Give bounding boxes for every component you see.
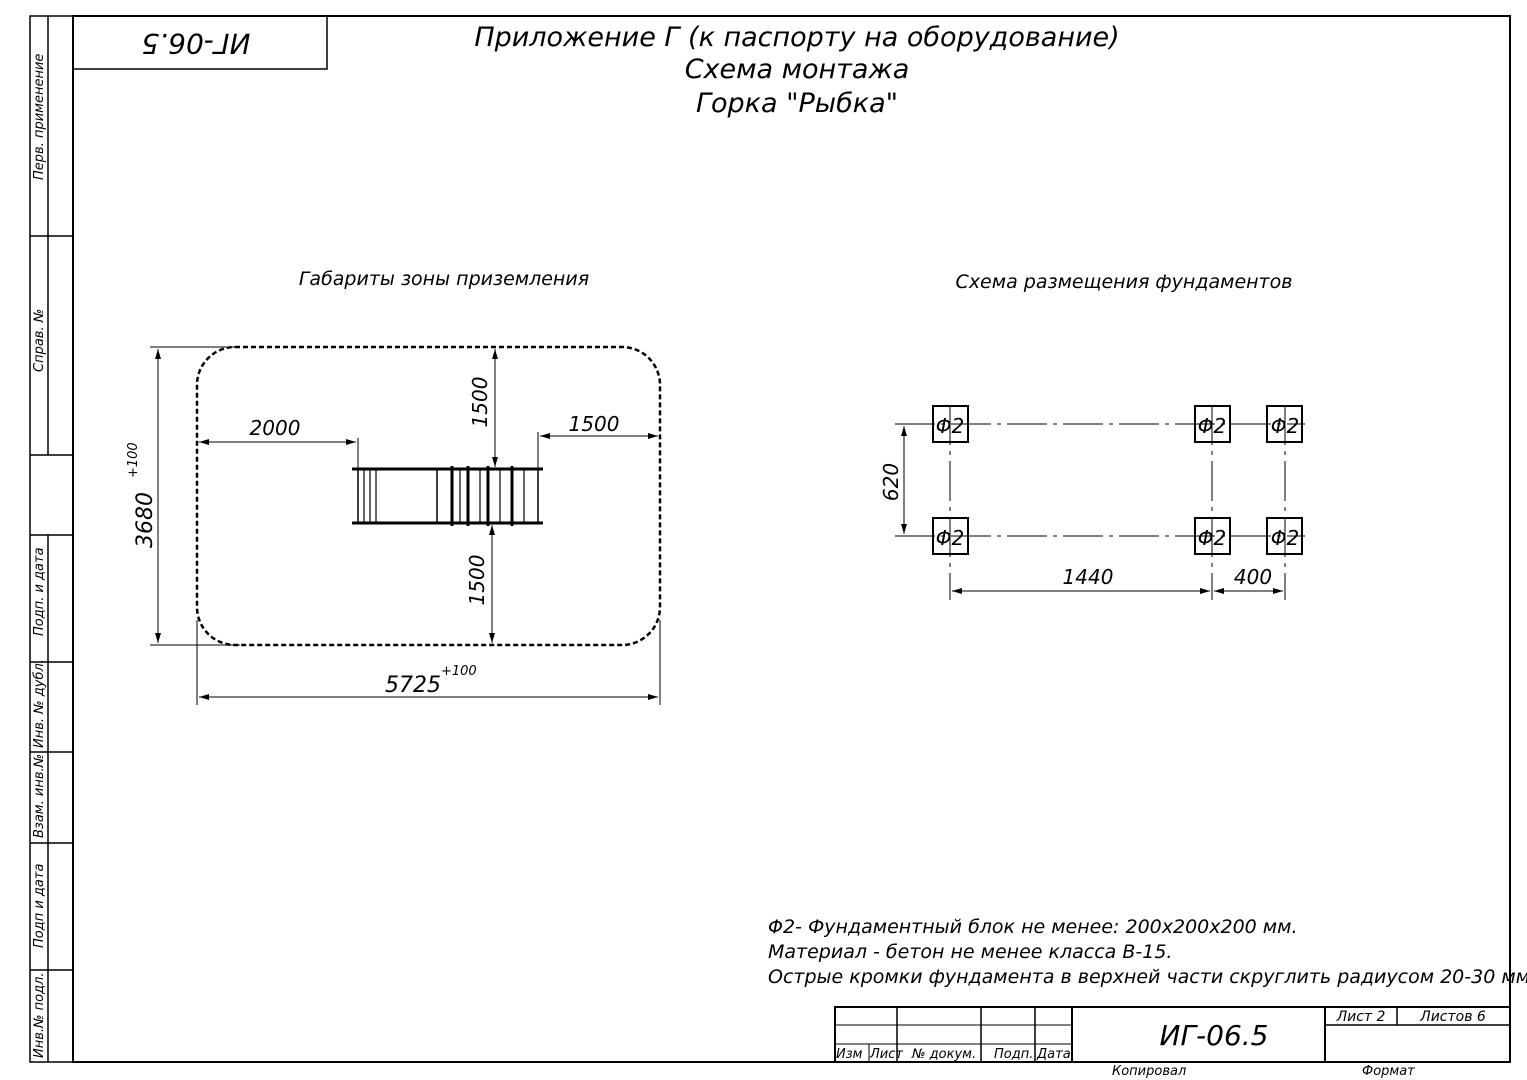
title-line-3: Горка "Рыбка" <box>696 88 898 119</box>
tb-sheet: Лист 2 <box>1336 1009 1386 1025</box>
note-1: Φ2- Фундаментный блок не менее: 200х200х… <box>768 916 1298 938</box>
tb-list: Лист <box>869 1047 903 1062</box>
title-block: Изм Лист № докум. Подп. Дата ИГ-06.5 Лис… <box>834 1006 1511 1063</box>
foundation-block: Φ2 <box>932 405 969 443</box>
foundation-block: Φ2 <box>1194 405 1231 443</box>
side-label-perv: Перв. применение <box>32 54 47 180</box>
dim-right-label: 1500 <box>569 412 620 436</box>
side-label-vzam: Взам. инв.№ <box>32 754 47 838</box>
landing-zone-title: Габариты зоны приземления <box>299 268 589 290</box>
tb-izm: Изм <box>836 1047 863 1062</box>
dim-width-tolerance: +100 <box>441 664 477 679</box>
foundation-block-label: Φ2 <box>1198 526 1226 550</box>
foundation-block-label: Φ2 <box>936 526 964 550</box>
tb-data: Дата <box>1036 1047 1071 1062</box>
tb-doc-code: ИГ-06.5 <box>1160 1019 1269 1052</box>
dim-foundation-400-label: 400 <box>1234 565 1272 589</box>
side-label-podp2: Подп и дата <box>32 864 47 948</box>
foundation-block-label: Φ2 <box>1198 414 1226 438</box>
dim-width-label: 5725 <box>385 673 441 698</box>
title-line-2: Схема монтажа <box>685 54 910 85</box>
foundation-block-label: Φ2 <box>936 414 964 438</box>
mirrored-doc-code: ИГ-06.5 <box>142 27 251 60</box>
side-label-podp1: Подп. и дата <box>32 547 47 636</box>
landing-zone-boundary <box>195 345 662 647</box>
dim-bottom-1500: 1500 <box>465 525 495 643</box>
slide-plan <box>352 466 543 526</box>
tb-format: Формат <box>1362 1064 1415 1079</box>
foundation-block: Φ2 <box>932 517 969 555</box>
foundation-block: Φ2 <box>1194 517 1231 555</box>
dim-top-label: 1500 <box>468 377 492 428</box>
dim-left-label: 2000 <box>250 416 301 440</box>
dim-foundation-620: 620 <box>879 426 907 534</box>
inner-frame <box>72 15 1511 1063</box>
foundation-axes <box>895 405 1305 600</box>
note-3: Острые кромки фундамента в верхней части… <box>768 966 1527 988</box>
tb-kopiroval: Копировал <box>1112 1064 1186 1079</box>
dim-width-5725: 5725 +100 <box>196 620 661 705</box>
foundation-title: Схема размещения фундаментов <box>956 271 1293 293</box>
dim-foundation-400: 400 <box>1214 565 1283 594</box>
tb-sheets: Листов 6 <box>1419 1009 1486 1025</box>
note-2: Материал - бетон не менее класса В-15. <box>768 941 1172 963</box>
dim-right-1500: 1500 <box>537 412 658 469</box>
dim-foundation-1440: 1440 <box>952 565 1210 594</box>
title-line-1: Приложение Г (к паспорту на оборудование… <box>474 22 1119 53</box>
side-strip: Перв. применение Справ. № Подп. и дата И… <box>30 16 73 1062</box>
dim-top-1500: 1500 <box>468 349 498 467</box>
dim-foundation-1440-label: 1440 <box>1063 565 1114 589</box>
dim-left-2000: 2000 <box>199 416 359 469</box>
foundation-block: Φ2 <box>1266 405 1303 443</box>
tb-podp: Подп. <box>994 1047 1033 1062</box>
side-label-inv-dubl: Инв. № дубл. <box>32 659 47 748</box>
side-label-inv-podl: Инв.№ подл. <box>32 972 47 1058</box>
dim-height-3680: 3680 +100 <box>126 346 240 646</box>
tb-n-dokum: № докум. <box>911 1047 976 1062</box>
foundation-block-label: Φ2 <box>1271 414 1299 438</box>
code-box-top: ИГ-06.5 <box>72 15 328 70</box>
foundation-block: Φ2 <box>1266 517 1303 555</box>
dim-bottom-label: 1500 <box>465 555 489 606</box>
foundation-block-label: Φ2 <box>1271 526 1299 550</box>
dim-height-tolerance: +100 <box>126 442 141 478</box>
dim-foundation-620-label: 620 <box>879 463 903 501</box>
dim-height-label: 3680 <box>133 492 158 548</box>
side-label-sprav: Справ. № <box>32 309 47 372</box>
